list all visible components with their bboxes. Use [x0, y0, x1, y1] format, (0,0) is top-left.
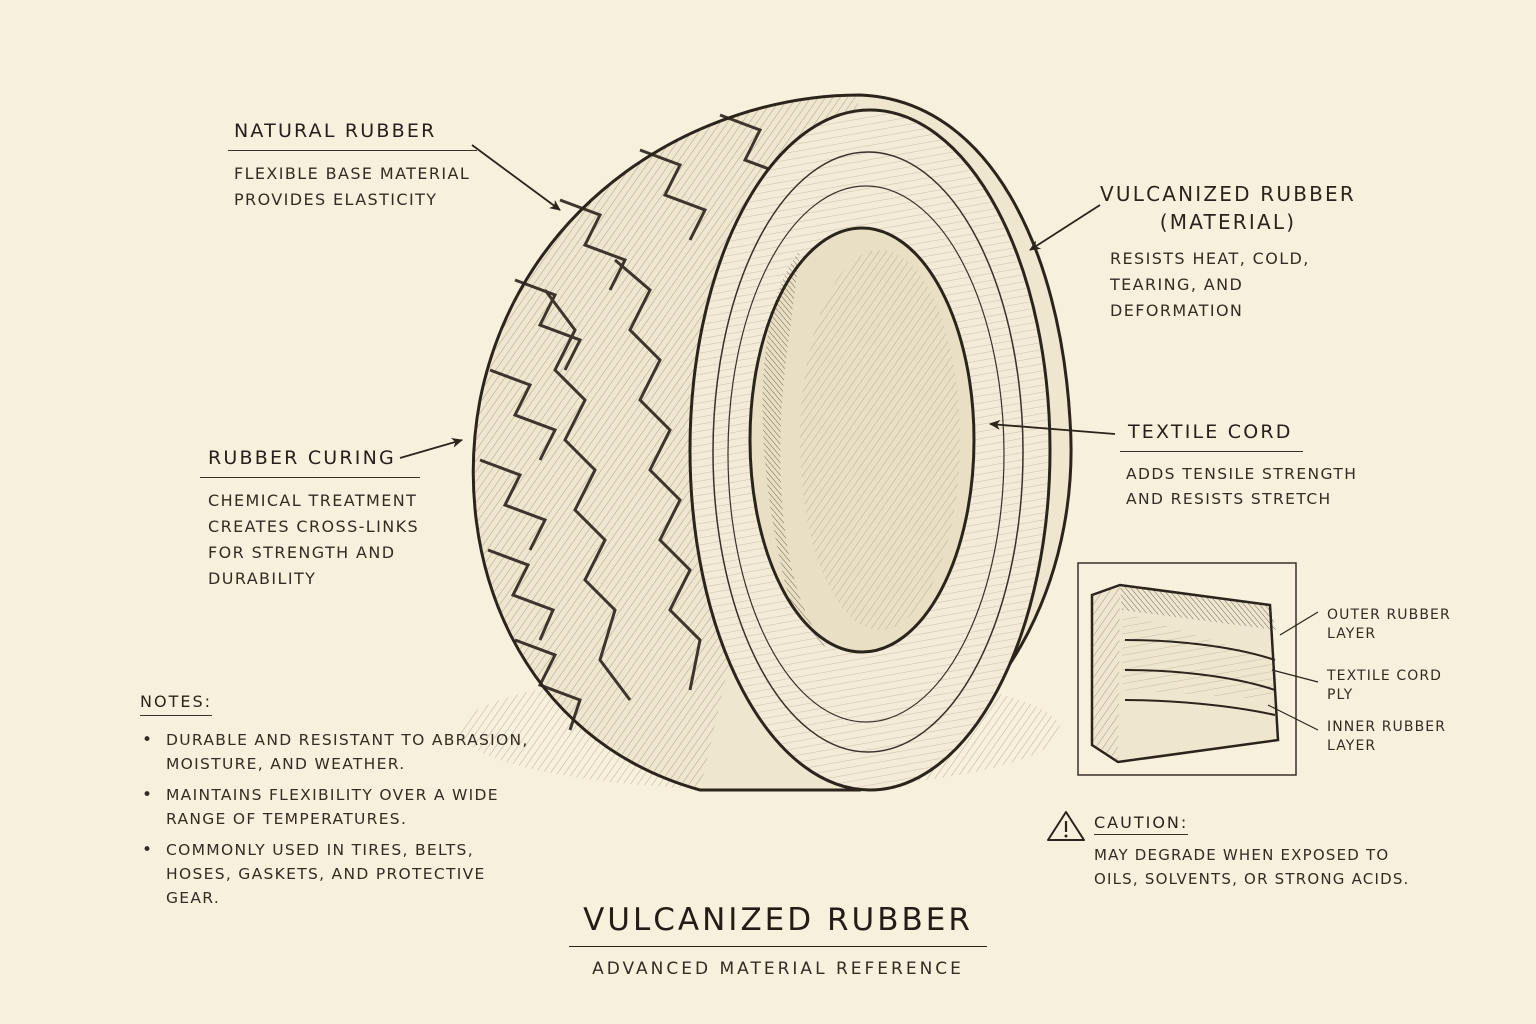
textile-cord-ply-label: TEXTILE CORD PLY: [1327, 668, 1443, 703]
title-block: VULCANIZED RUBBER ADVANCED MATERIAL REFE…: [568, 902, 988, 979]
rubber-curing-title: RUBBER CURING: [200, 447, 420, 478]
page-title: VULCANIZED RUBBER: [569, 902, 987, 947]
cord-ply-leader: [1271, 669, 1319, 683]
textile-cord-arrow: [989, 419, 1116, 435]
inner-layer-leader: [1267, 704, 1319, 731]
textile-cord-description: ADDS TENSILE STRENGTH AND RESISTS STRETC…: [1126, 465, 1358, 508]
caution-section: CAUTION: MAY DEGRADE WHEN EXPOSED TO OIL…: [1094, 813, 1410, 891]
natural-rubber-description: FLEXIBLE BASE MATERIAL PROVIDES ELASTICI…: [234, 164, 471, 209]
notes-title: NOTES:: [140, 692, 212, 716]
vulcanized-rubber-callout: VULCANIZED RUBBER (MATERIAL) RESISTS HEA…: [1100, 180, 1356, 324]
notes-list: DURABLE AND RESISTANT TO ABRASION, MOIST…: [140, 728, 540, 910]
outer-rubber-layer-label: OUTER RUBBER LAYER: [1327, 607, 1451, 642]
list-item: DURABLE AND RESISTANT TO ABRASION, MOIST…: [140, 728, 540, 776]
textile-cord-title: TEXTILE CORD: [1120, 421, 1303, 452]
vulcanized-rubber-title: VULCANIZED RUBBER (MATERIAL): [1100, 182, 1356, 234]
tire-sidewall: [688, 108, 1052, 792]
warning-triangle-icon: [1047, 811, 1085, 841]
natural-rubber-title: NATURAL RUBBER: [228, 120, 477, 151]
natural-rubber-callout: NATURAL RUBBER FLEXIBLE BASE MATERIAL PR…: [228, 120, 477, 213]
caution-title: CAUTION:: [1094, 813, 1189, 835]
page-subtitle: ADVANCED MATERIAL REFERENCE: [592, 959, 964, 979]
inner-rubber-layer-label: INNER RUBBER LAYER: [1327, 719, 1447, 754]
notes-section: NOTES: DURABLE AND RESISTANT TO ABRASION…: [140, 692, 540, 917]
rubber-curing-description: CHEMICAL TREATMENT CREATES CROSS-LINKS F…: [208, 491, 420, 588]
vulcanized-rubber-arrow: [1029, 204, 1101, 251]
natural-rubber-arrow: [471, 144, 561, 211]
rubber-curing-callout: RUBBER CURING CHEMICAL TREATMENT CREATES…: [200, 447, 420, 592]
rubber-curing-arrow: [399, 437, 463, 459]
cross-section-inset: [1077, 562, 1319, 776]
callout-arrows: [399, 144, 1116, 459]
textile-cord-callout: TEXTILE CORD ADDS TENSILE STRENGTH AND R…: [1120, 421, 1357, 512]
outer-layer-leader: [1279, 611, 1319, 636]
vulcanized-rubber-description: RESISTS HEAT, COLD, TEARING, AND DEFORMA…: [1110, 249, 1310, 320]
caution-description: MAY DEGRADE WHEN EXPOSED TO OILS, SOLVEN…: [1094, 846, 1410, 888]
list-item: COMMONLY USED IN TIRES, BELTS, HOSES, GA…: [140, 838, 540, 910]
list-item: MAINTAINS FLEXIBILITY OVER A WIDE RANGE …: [140, 783, 540, 831]
